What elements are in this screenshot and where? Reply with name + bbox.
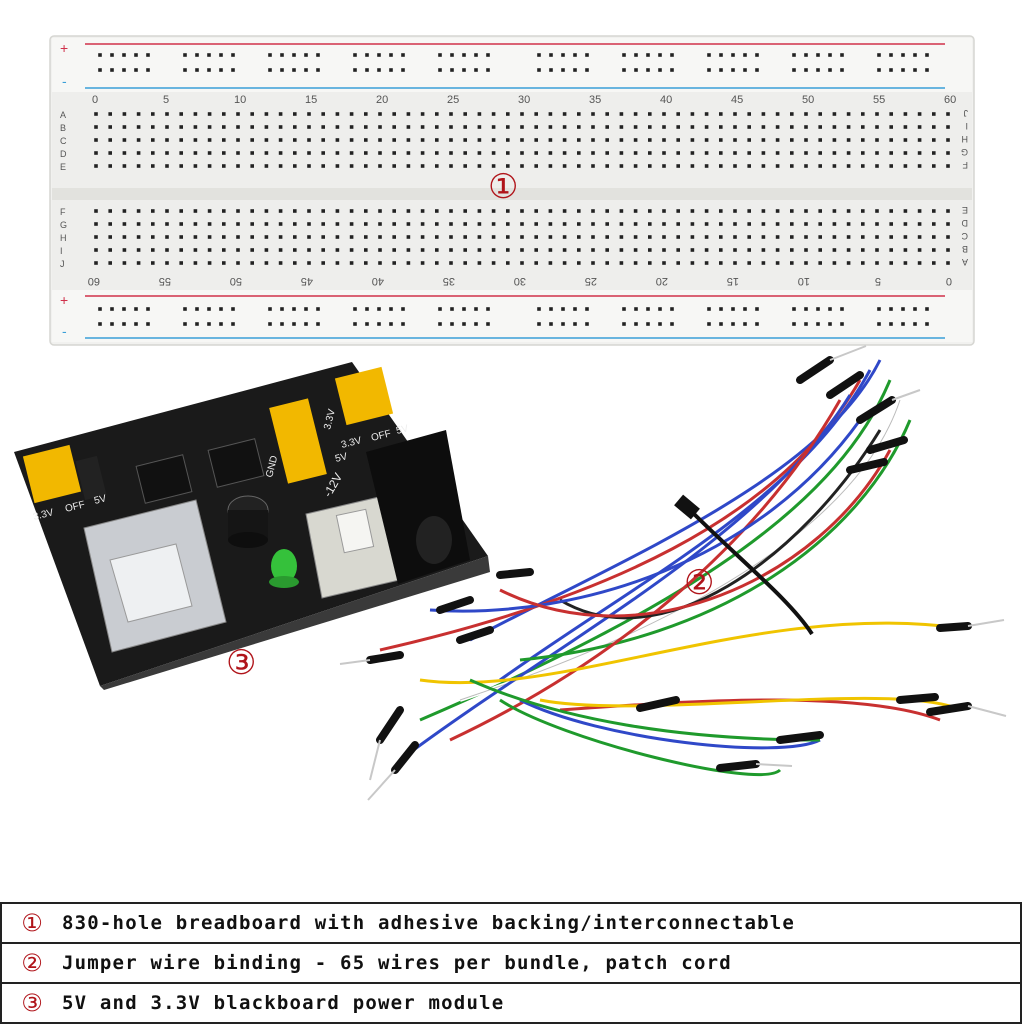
- legend-number: ②: [21, 949, 43, 977]
- column-number-bottom: 0: [946, 275, 952, 287]
- column-number-top: 15: [305, 94, 317, 106]
- v33-label: 3.3V: [322, 408, 338, 431]
- column-number-bottom: 15: [727, 275, 739, 287]
- row-letter: B: [962, 244, 968, 254]
- column-number-bottom: 30: [514, 275, 526, 287]
- gnd-label: GND: [264, 454, 280, 478]
- cable-tie-icon: [674, 494, 814, 636]
- column-number-top: 30: [518, 94, 530, 106]
- column-number-bottom: 50: [230, 275, 242, 287]
- power-module: 3.3V OFF 5V GND 3.3V 5V OFF 3.3V 5V -12V: [14, 362, 490, 690]
- callout-1: ①: [488, 167, 519, 207]
- legend-number: ①: [21, 909, 43, 937]
- legend-row: ① 830-hole breadboard with adhesive back…: [0, 904, 1022, 944]
- row-letter: G: [60, 220, 67, 230]
- jumper-left: [22, 444, 107, 504]
- column-number-top: 5: [163, 94, 169, 106]
- row-letter: F: [962, 160, 968, 170]
- row-letter: I: [60, 246, 63, 256]
- callout-3: ③: [226, 643, 257, 683]
- row-letter: H: [60, 233, 67, 243]
- column-number-top: 50: [802, 94, 814, 106]
- column-number-top: 55: [873, 94, 885, 106]
- legend-table: ① 830-hole breadboard with adhesive back…: [0, 902, 1022, 1024]
- column-number-bottom: 25: [585, 275, 597, 287]
- usb-port-icon: [83, 499, 227, 653]
- jumper-right-label-5v: 5V: [395, 423, 410, 437]
- legend-row: ② Jumper wire binding - 65 wires per bun…: [0, 944, 1022, 984]
- column-number-bottom: 45: [301, 275, 313, 287]
- column-number-bottom: 10: [798, 275, 810, 287]
- jumper-right-label-off: OFF: [370, 428, 392, 444]
- column-number-bottom: 55: [159, 275, 171, 287]
- dc-jack-icon: [366, 430, 470, 584]
- row-letter: I: [965, 121, 968, 131]
- row-letter: F: [60, 207, 66, 217]
- row-letter: C: [961, 231, 968, 241]
- jumper-left-label-3v3: 3.3V: [32, 507, 55, 523]
- column-number-top: 45: [731, 94, 743, 106]
- legend-row: ③ 5V and 3.3V blackboard power module: [0, 984, 1022, 1024]
- jumper-right-label-3v3: 3.3V: [340, 435, 363, 451]
- column-number-top: 10: [234, 94, 246, 106]
- jumper-left-label-5v: 5V: [93, 493, 108, 507]
- column-number-top: 40: [660, 94, 672, 106]
- column-number-top: 25: [447, 94, 459, 106]
- plus-sign-top: +: [60, 40, 68, 56]
- legend-text: 830-hole breadboard with adhesive backin…: [62, 912, 796, 934]
- column-number-bottom: 5: [875, 275, 881, 287]
- minus-sign-top: -: [62, 73, 67, 89]
- capacitor-icon: [227, 495, 269, 548]
- row-letter: A: [60, 110, 66, 120]
- jumper-wire-bundle: [339, 345, 1007, 801]
- row-letter: G: [961, 147, 968, 157]
- row-letter: E: [962, 205, 968, 215]
- row-letter: J: [964, 108, 969, 118]
- row-letter: A: [962, 257, 968, 267]
- row-letter: J: [60, 259, 65, 269]
- column-number-bottom: 20: [656, 275, 668, 287]
- row-letter: H: [962, 134, 969, 144]
- legend-text: 5V and 3.3V blackboard power module: [62, 992, 505, 1014]
- column-number-top: 35: [589, 94, 601, 106]
- column-number-top: 0: [92, 94, 98, 106]
- row-letter: B: [60, 123, 66, 133]
- led-icon: [269, 549, 299, 588]
- column-number-bottom: 40: [372, 275, 384, 287]
- row-letter: D: [961, 218, 968, 228]
- jumper-left-label-off: OFF: [64, 499, 86, 515]
- row-letter: D: [60, 149, 67, 159]
- plus-sign-bottom: +: [60, 292, 68, 308]
- minus-sign-bottom: -: [62, 323, 67, 339]
- row-letter: E: [60, 162, 66, 172]
- row-letter: C: [60, 136, 67, 146]
- column-number-top: 20: [376, 94, 388, 106]
- callout-2: ②: [684, 563, 715, 603]
- column-number-bottom: 60: [88, 275, 100, 287]
- column-number-top: 60: [944, 94, 956, 106]
- legend-text: Jumper wire binding - 65 wires per bundl…: [62, 952, 732, 974]
- legend-number: ③: [21, 989, 43, 1017]
- v5-label: 5V: [334, 451, 349, 465]
- column-number-bottom: 35: [443, 275, 455, 287]
